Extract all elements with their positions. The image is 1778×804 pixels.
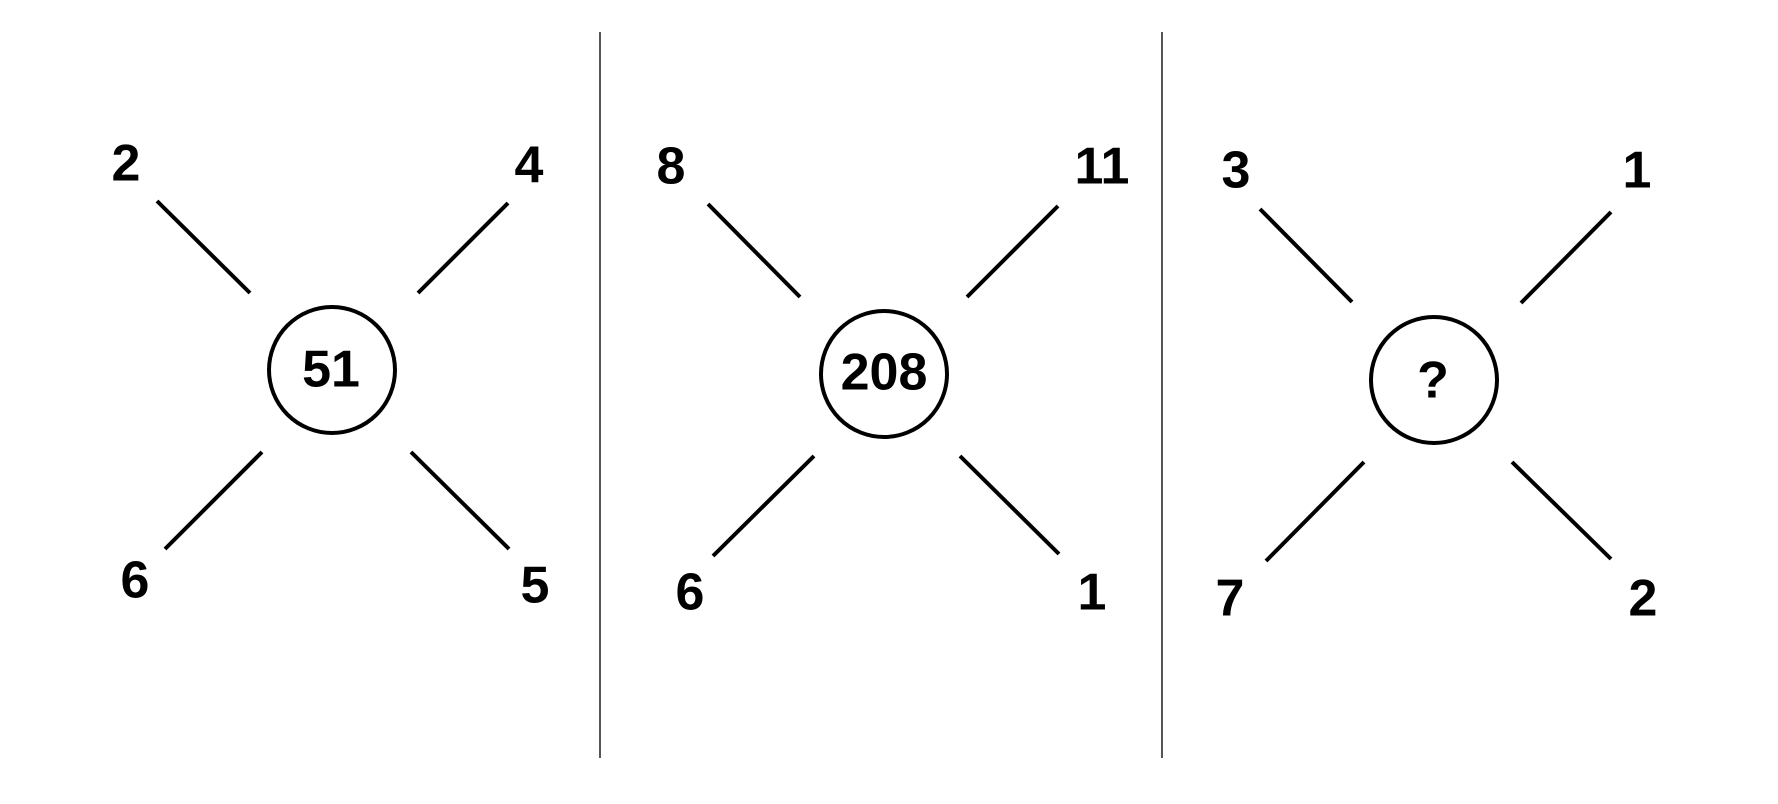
spoke-bottom-left	[1264, 460, 1366, 563]
spoke-top-right	[965, 204, 1060, 299]
spoke-top-left	[706, 202, 802, 299]
top-right-value: 1	[1623, 142, 1652, 200]
top-right-value: 4	[515, 137, 544, 195]
center-value: 51	[302, 341, 360, 399]
bottom-left-value: 6	[676, 564, 705, 622]
center-value: ?	[1417, 352, 1449, 410]
panel-3: ? 3 1 7 2	[1216, 142, 1658, 628]
center-circle	[819, 309, 949, 439]
spoke-bottom-left	[163, 450, 264, 551]
bottom-right-value: 1	[1078, 564, 1107, 622]
bottom-right-value: 5	[521, 557, 550, 615]
top-left-value: 2	[112, 135, 141, 193]
bottom-right-value: 2	[1629, 570, 1658, 628]
top-right-value: 11	[1075, 138, 1130, 196]
spoke-top-left	[155, 199, 252, 295]
spoke-bottom-right	[1510, 460, 1613, 561]
center-circle	[267, 305, 397, 435]
center-circle	[1369, 315, 1499, 445]
panel-2: 208 8 11 6 1	[657, 138, 1130, 622]
spoke-top-left	[1258, 207, 1354, 304]
spoke-bottom-left	[711, 454, 816, 558]
spoke-bottom-right	[958, 454, 1061, 556]
spoke-bottom-right	[409, 450, 511, 551]
bottom-left-value: 7	[1216, 570, 1245, 628]
top-left-value: 8	[657, 138, 686, 196]
spoke-top-right	[1519, 210, 1613, 305]
spoke-top-right	[416, 201, 510, 295]
top-left-value: 3	[1222, 142, 1251, 200]
bottom-left-value: 6	[121, 552, 150, 610]
panel-1: 51 2 4 6 5	[112, 135, 550, 615]
center-value: 208	[841, 344, 928, 402]
